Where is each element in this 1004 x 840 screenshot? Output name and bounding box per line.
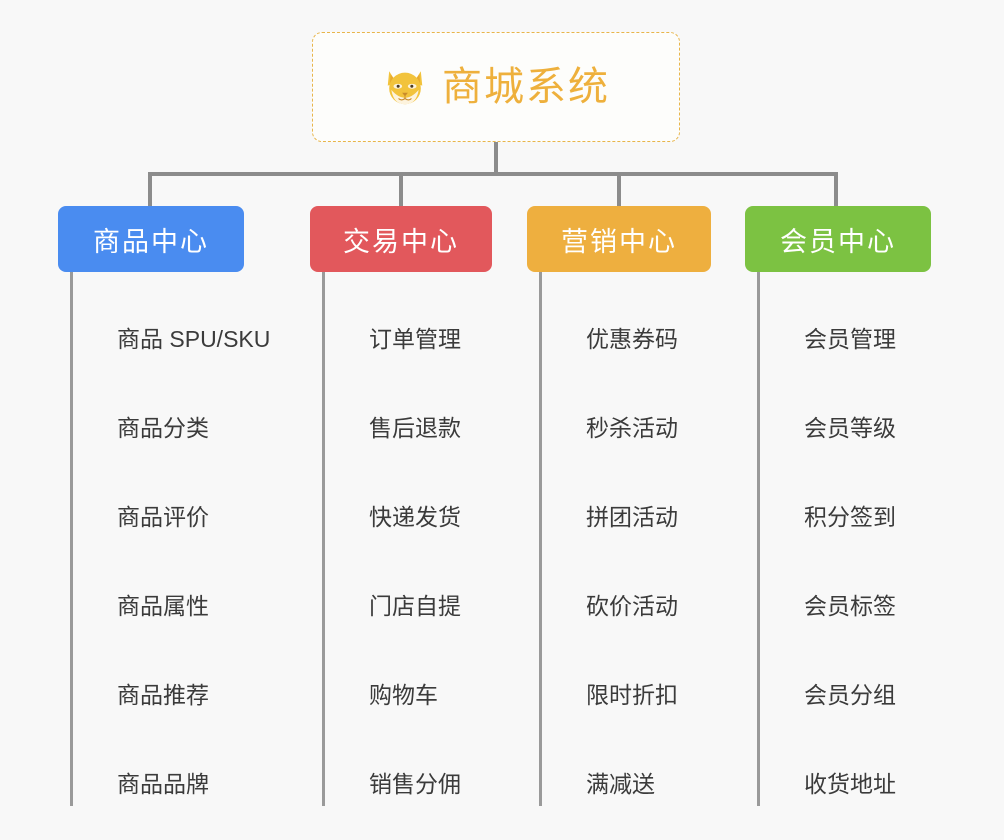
tree-item-label: 商品评价: [117, 504, 209, 530]
tree-item-label: 购物车: [369, 682, 438, 708]
tree-item-label: 售后退款: [369, 415, 461, 441]
branch-header-2[interactable]: 交易中心: [310, 206, 492, 272]
branch-children-4: 会员管理会员等级积分签到会员标签会员分组收货地址: [757, 272, 931, 806]
branch-header-label: 商品中心: [93, 226, 209, 257]
branch-column-4: 会员中心会员管理会员等级积分签到会员标签会员分组收货地址: [745, 206, 931, 806]
tree-item[interactable]: 商品评价: [73, 450, 280, 539]
tree-item[interactable]: 会员等级: [760, 361, 931, 450]
branch-header-1[interactable]: 商品中心: [58, 206, 244, 272]
branch-children-3: 优惠券码秒杀活动拼团活动砍价活动限时折扣满减送: [539, 272, 711, 806]
tree-item-label: 订单管理: [369, 326, 461, 352]
branch-header-label: 会员中心: [780, 226, 896, 257]
tree-item-label: 商品分类: [117, 415, 209, 441]
tree-item[interactable]: 会员分组: [760, 628, 931, 717]
tree-item[interactable]: 商品属性: [73, 539, 280, 628]
tree-item-label: 快递发货: [369, 504, 461, 530]
branch-column-1: 商品中心商品 SPU/SKU 商品分类商品评价商品属性商品推荐商品品牌: [58, 206, 280, 806]
tree-item-label: 优惠券码: [586, 326, 678, 352]
tree-item-label: 拼团活动: [586, 504, 678, 530]
connector-drop-1: [148, 172, 152, 210]
tree-item-label: 会员分组: [804, 682, 896, 708]
tree-item-label: 销售分佣: [369, 771, 461, 797]
connector-drop-4: [834, 172, 838, 210]
tree-item[interactable]: 快递发货: [325, 450, 492, 539]
tree-item[interactable]: 购物车: [325, 628, 492, 717]
tree-item[interactable]: 会员标签: [760, 539, 931, 628]
tree-item[interactable]: 拼团活动: [542, 450, 711, 539]
branch-header-label: 交易中心: [343, 226, 459, 257]
tree-item[interactable]: 砍价活动: [542, 539, 711, 628]
tree-item[interactable]: 门店自提: [325, 539, 492, 628]
connector-drop-3: [617, 172, 621, 210]
tree-item-label: 门店自提: [369, 593, 461, 619]
tree-item[interactable]: 销售分佣: [325, 717, 492, 806]
tree-item-label: 秒杀活动: [586, 415, 678, 441]
tree-item-label: 限时折扣: [586, 682, 678, 708]
branch-header-label: 营销中心: [561, 226, 677, 257]
tree-item[interactable]: 售后退款: [325, 361, 492, 450]
tree-item-label: 会员管理: [804, 326, 896, 352]
connector-drop-2: [399, 172, 403, 210]
tree-item-label: 会员标签: [804, 593, 896, 619]
branch-children-1: 商品 SPU/SKU 商品分类商品评价商品属性商品推荐商品品牌: [70, 272, 280, 806]
tree-item-label: 商品属性: [117, 593, 209, 619]
root-title: 商城系统: [442, 65, 610, 109]
branch-column-2: 交易中心订单管理售后退款快递发货门店自提购物车销售分佣: [310, 206, 492, 806]
tree-item[interactable]: 限时折扣: [542, 628, 711, 717]
root-node[interactable]: 商城系统: [312, 32, 680, 142]
tree-item-label: 积分签到: [804, 504, 896, 530]
branch-children-2: 订单管理售后退款快递发货门店自提购物车销售分佣: [322, 272, 492, 806]
tree-item-label: 商品品牌: [117, 771, 209, 797]
tree-item[interactable]: 商品分类: [73, 361, 280, 450]
tree-item[interactable]: 订单管理: [325, 272, 492, 361]
tree-item[interactable]: 积分签到: [760, 450, 931, 539]
branch-header-4[interactable]: 会员中心: [745, 206, 931, 272]
tree-item[interactable]: 优惠券码: [542, 272, 711, 361]
connector-root-stem: [494, 142, 498, 174]
branch-column-3: 营销中心优惠券码秒杀活动拼团活动砍价活动限时折扣满减送: [527, 206, 711, 806]
tree-item-label: 收货地址: [804, 771, 896, 797]
tree-item-label: 会员等级: [804, 415, 896, 441]
tree-item[interactable]: 满减送: [542, 717, 711, 806]
tree-item[interactable]: 秒杀活动: [542, 361, 711, 450]
branch-header-3[interactable]: 营销中心: [527, 206, 711, 272]
tree-item-label: 砍价活动: [586, 593, 678, 619]
tree-item[interactable]: 会员管理: [760, 272, 931, 361]
tree-item[interactable]: 商品 SPU/SKU: [73, 272, 280, 361]
tree-item[interactable]: 商品推荐: [73, 628, 280, 717]
tree-item-label: 商品推荐: [117, 682, 209, 708]
tree-item-label: 商品 SPU/SKU: [117, 326, 271, 352]
tree-item[interactable]: 商品品牌: [73, 717, 280, 806]
shiba-dog-face-icon: [382, 64, 428, 110]
tree-item[interactable]: 收货地址: [760, 717, 931, 806]
connector-horizontal-bus: [148, 172, 838, 176]
tree-item-label: 满减送: [586, 771, 655, 797]
